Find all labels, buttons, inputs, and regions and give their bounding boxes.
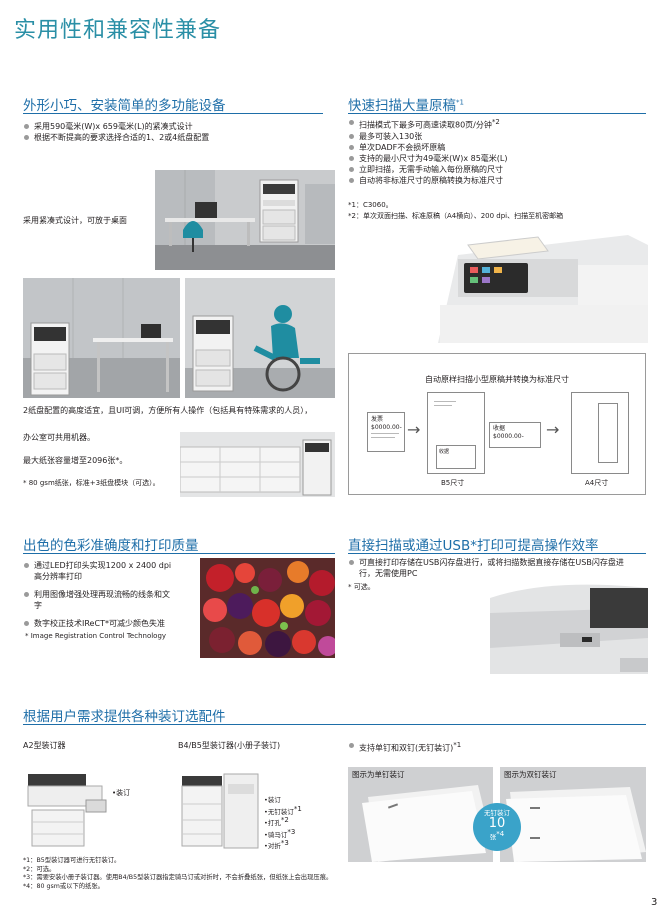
section-title-compact: 外形小巧、安装简单的多功能设备 xyxy=(23,98,226,114)
arrow-icon: → xyxy=(546,420,560,439)
bullet-item: 立即扫描，无需手动输入每份原稿的尺寸 xyxy=(348,164,646,175)
callout-fold: •对折*3 xyxy=(264,839,289,851)
finisher-notes: *1：B5型装订器可进行无钉装订。 *2：可选。 *3：需要安装小册子装订器。使… xyxy=(23,857,483,891)
double-staple-label: 图示为双钉装订 xyxy=(504,770,557,779)
usb-footnote: * 可选。 xyxy=(348,583,375,591)
bullet-item: 通过LED打印头实现1200 x 2400 dpi高分辨率打印 xyxy=(23,560,173,582)
scan-note-2: *2：单次双面扫描、标准原稿（A4横向）、200 dpi、扫描至机密邮箱 xyxy=(348,212,564,220)
usb-port-photo xyxy=(490,578,648,674)
a4-label: A4尺寸 xyxy=(585,479,609,487)
scan-title-text: 快速扫描大量原稿 xyxy=(348,98,456,114)
capacity-footnote: * 80 gsm纸张，标准+3纸盘模块（可选）。 xyxy=(23,479,160,487)
capacity-text: 最大纸张容量增至2096张*。 xyxy=(23,456,128,465)
callout-saddle: •骑马订*3 xyxy=(264,827,296,839)
b4-callouts: •装订 •无钉装订*1 •打孔*2 •骑马订*3 •对折*3 xyxy=(264,796,302,851)
bullet-item: 数字校正技术IReCT*可减少颜色失准 xyxy=(23,618,173,629)
diagram-title: 自动原样扫描小型原稿并转换为标准尺寸 xyxy=(425,375,569,384)
section-underline xyxy=(23,553,335,554)
callout-staple: •装订 xyxy=(264,796,281,804)
scan-conversion-diagram: 自动原样扫描小型原稿并转换为标准尺寸 发票 $0000.00- → 收据 B5尺… xyxy=(348,353,646,495)
receipt-doc: 收据 $0000.00- xyxy=(489,422,541,448)
badge-number: 10 xyxy=(488,816,506,831)
page-title: 实用性和兼容性兼备 xyxy=(14,18,222,43)
callout-stapleless: •无钉装订*1 xyxy=(264,804,302,816)
a2-finisher-photo xyxy=(24,770,110,850)
scan-bullets: 扫描模式下最多可高速读取80页/分钟*2 最多可装入130张 单次DADF不会损… xyxy=(348,117,646,186)
small-receipt: 发票 $0000.00- xyxy=(367,412,405,452)
b4-finisher-photo xyxy=(178,770,262,852)
bullet-item: 可直接打印存储在USB闪存盘进行，或将扫描数据直接存储在USB闪存盘进行，无需使… xyxy=(348,557,638,579)
a2-finisher-label: A2型装订器 xyxy=(23,741,66,750)
two-tray-office-photo xyxy=(23,278,180,398)
section-underline xyxy=(23,113,323,114)
double-staple-photo: 图示为双钉装订 xyxy=(500,767,646,862)
compact-bullets: 采用590毫米(W)x 659毫米(L)的紧凑式设计 根据不断提高的要求选择合适… xyxy=(23,121,323,143)
finisher-support-bullet: 支持单钉和双钉(无钉装订)*1 xyxy=(348,740,646,754)
single-staple-label: 图示为单钉装订 xyxy=(352,770,405,779)
a4-page xyxy=(571,392,629,474)
wheelchair-user-photo xyxy=(185,278,335,398)
caption-compact: 采用紧凑式设计，可放于桌面 xyxy=(23,216,127,225)
bullet-item: 根据不断提高的要求选择合适的1、2或4纸盘配置 xyxy=(23,132,323,143)
b5-page: 收据 xyxy=(427,392,485,474)
bullet-item: 最多可装入130张 xyxy=(348,131,646,142)
note-line: *1：B5型装订器可进行无钉装订。 xyxy=(23,857,121,864)
bullet-item: 自动将非标准尺寸的原稿转换为标准尺寸 xyxy=(348,175,646,186)
usb-bullets: 可直接打印存储在USB闪存盘进行，或将扫描数据直接存储在USB闪存盘进行，无需使… xyxy=(348,557,638,579)
section-underline xyxy=(348,113,646,114)
rotated-receipt: 收据 xyxy=(436,445,476,469)
section-title-scan: 快速扫描大量原稿*1 xyxy=(348,94,464,114)
scan-note-1: *1：C3060。 xyxy=(348,201,393,209)
section-title-finisher: 根据用户需求提供各种装订选配件 xyxy=(23,709,226,725)
single-staple-photo: 图示为单钉装订 xyxy=(348,767,493,862)
compact-office-photo xyxy=(155,170,335,270)
b5-label: B5尺寸 xyxy=(441,479,465,487)
scan-title-sup: *1 xyxy=(456,98,464,107)
color-footnote: * Image Registration Control Technology xyxy=(25,632,167,640)
b4-finisher-label: B4/B5型装订器(小册子装订) xyxy=(178,741,281,750)
bullet-item: 支持单钉和双钉(无钉装订)*1 xyxy=(348,740,646,754)
bullet-item: 扫描模式下最多可高速读取80页/分钟*2 xyxy=(348,117,646,131)
color-bullets: 通过LED打印头实现1200 x 2400 dpi高分辨率打印 利用图像增强处理… xyxy=(23,560,173,629)
badge-unit: 张*4 xyxy=(489,830,505,842)
a2-callout: •装订 xyxy=(112,789,131,797)
arrow-icon: → xyxy=(407,420,421,439)
callout-punch: •打孔*2 xyxy=(264,816,289,828)
badge-line1: 无钉装订 xyxy=(484,809,510,817)
section-title-usb: 直接扫描或通过USB*打印可提高操作效率 xyxy=(348,538,599,554)
note-line: *3：需要安装小册子装订器。使用B4/B5型装订器指定骑马订或对折时，不会折叠纸… xyxy=(23,874,333,881)
four-tray-office-photo xyxy=(180,432,335,497)
fruit-print-photo xyxy=(200,558,335,658)
bullet-item: 支持的最小尺寸为49毫米(W)x 85毫米(L) xyxy=(348,153,646,164)
note-line: *2：可选。 xyxy=(23,865,56,873)
scanner-closeup-photo xyxy=(428,225,648,343)
caption-two-tray: 2纸盘配置的高度适宜，且UI可调，方便所有人操作（包括具有特殊需求的人员）， xyxy=(23,406,313,415)
section-underline xyxy=(348,553,646,554)
stapleless-badge: 无钉装订 10 张*4 xyxy=(473,803,521,851)
note-line: *4：80 gsm或以下的纸张。 xyxy=(23,882,104,890)
section-title-color: 出色的色彩准确度和打印质量 xyxy=(23,538,199,554)
caption-shared: 办公室可共用机器。 xyxy=(23,433,95,442)
page-number: 3 xyxy=(651,897,658,908)
bullet-item: 利用图像增强处理再现流畅的线条和文字 xyxy=(23,589,173,611)
bullet-item: 采用590毫米(W)x 659毫米(L)的紧凑式设计 xyxy=(23,121,323,132)
bullet-item: 单次DADF不会损坏原稿 xyxy=(348,142,646,153)
section-underline xyxy=(23,724,646,725)
